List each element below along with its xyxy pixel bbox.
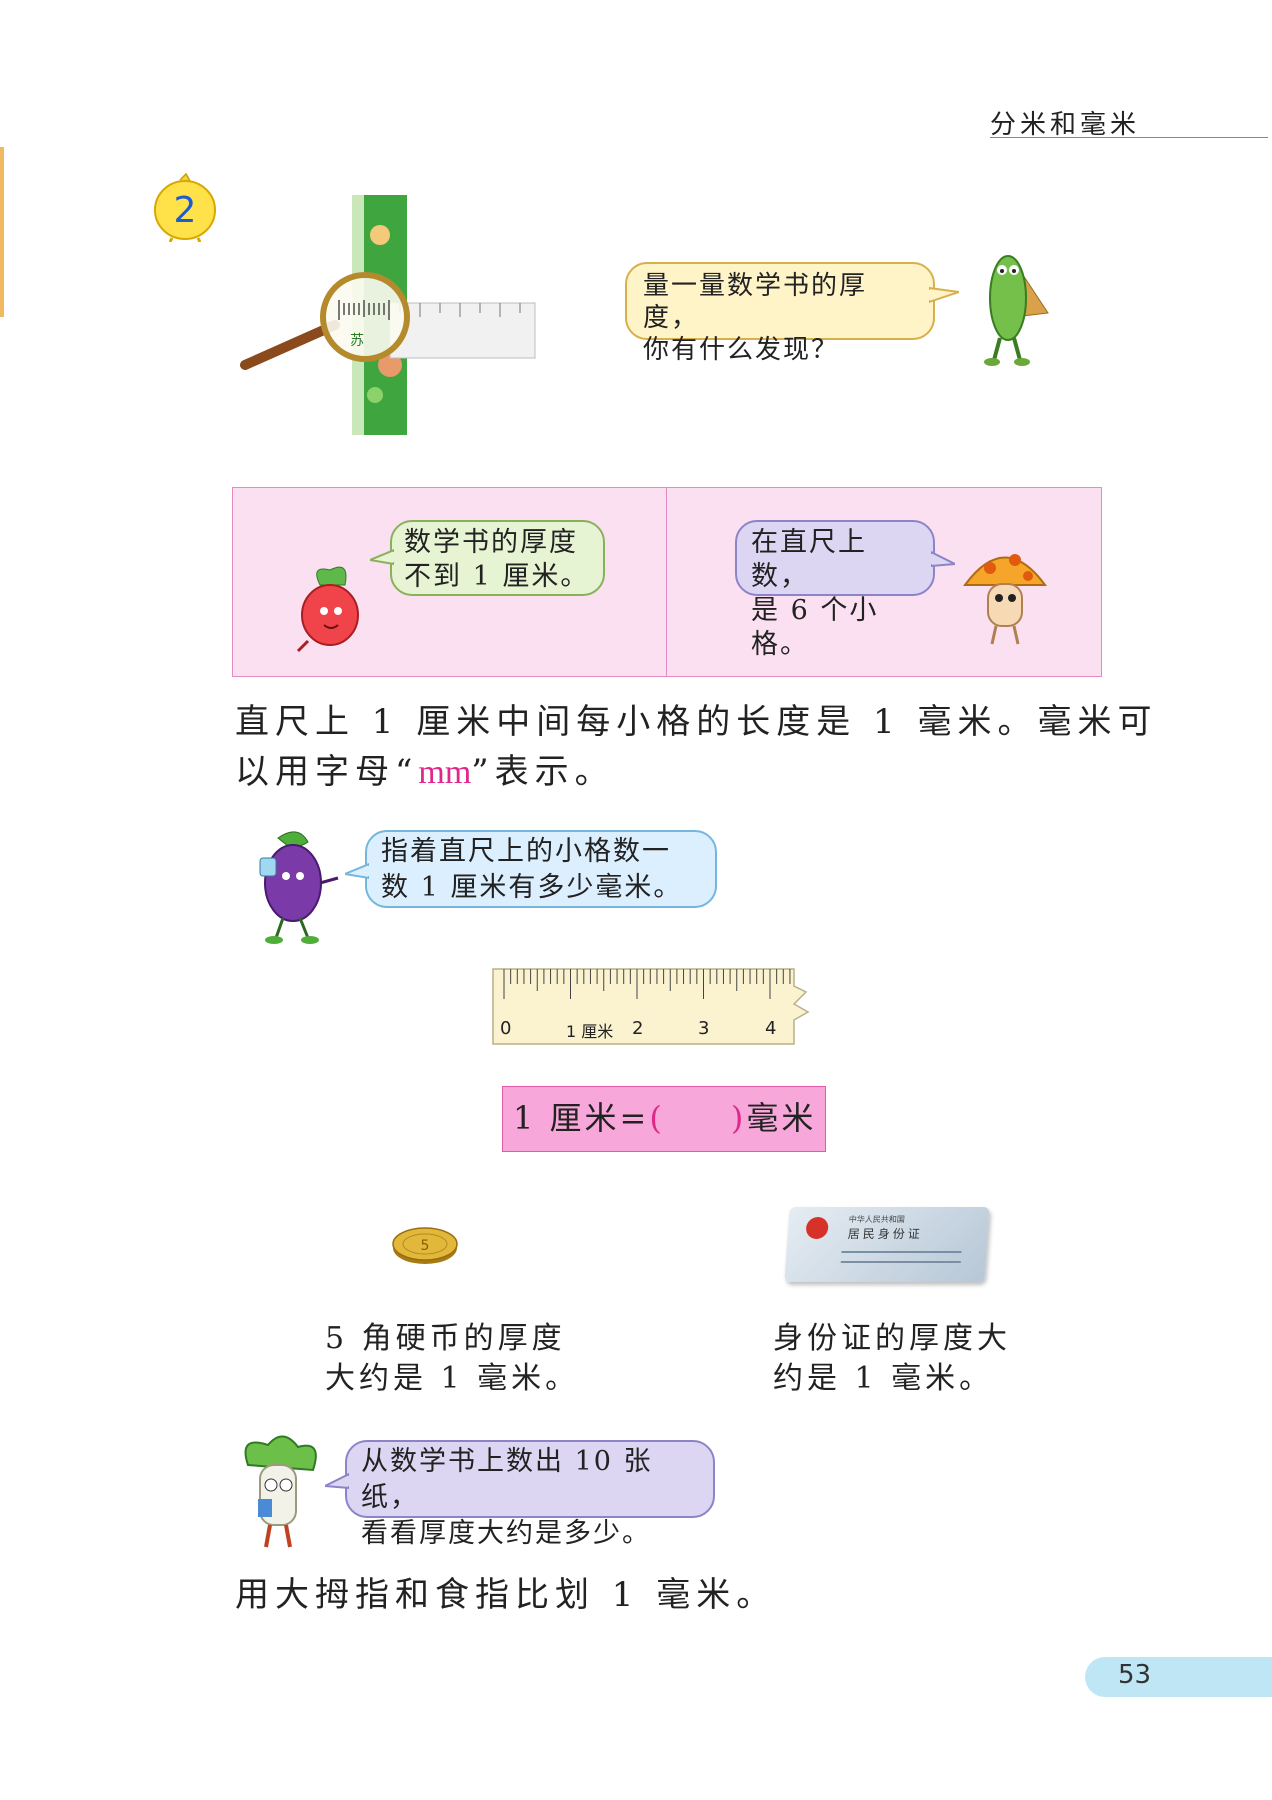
ruler-label-2: 2 — [632, 1018, 644, 1039]
step-number: 2 — [174, 190, 197, 231]
paper-count-bubble: 从数学书上数出 10 张纸， 看看厚度大约是多少。 — [325, 1440, 715, 1549]
bubble-tail — [931, 550, 955, 568]
definition-line2-after: ”表示。 — [471, 752, 615, 792]
thickness-line1: 数学书的厚度 — [404, 527, 578, 558]
count-mm-bubble: 指着直尺上的小格数一 数 1 厘米有多少毫米。 — [345, 830, 717, 908]
discovery-box — [232, 487, 1102, 677]
bubble-tail — [929, 286, 959, 304]
equation-open-paren: ( — [649, 1099, 665, 1137]
page-number: 53 — [1118, 1660, 1152, 1690]
discovery-box-divider — [666, 487, 667, 677]
header-rule — [990, 137, 1268, 138]
coin-caption: 5 角硬币的厚度 大约是 1 毫米。 — [325, 1319, 579, 1399]
id-card-line — [841, 1251, 962, 1253]
ruler-label-3: 3 — [698, 1018, 710, 1039]
count-mm-line2: 数 1 厘米有多少毫米。 — [381, 872, 683, 903]
intro-line1: 量一量数学书的厚度， — [643, 271, 868, 333]
id-card-caption-line2: 约是 1 毫米。 — [773, 1361, 994, 1396]
ruler-label-4: 4 — [765, 1018, 777, 1039]
equation-close-paren: ) — [730, 1099, 747, 1137]
id-card-emblem — [805, 1217, 829, 1239]
radish-character — [296, 566, 359, 653]
coin-caption-line2: 大约是 1 毫米。 — [325, 1361, 580, 1396]
id-card-small-title: 中华人民共和国 — [848, 1215, 906, 1224]
thickness-line2: 不到 1 厘米。 — [404, 561, 590, 592]
bubble-tail — [325, 1472, 349, 1490]
mushroom-character — [963, 554, 1047, 645]
bubble-tail — [345, 862, 369, 880]
paper-count-line1: 从数学书上数出 10 张纸， — [361, 1446, 653, 1513]
count-squares-line2: 是 6 个小格。 — [751, 595, 879, 660]
ruler-label-1: 1 厘米 — [566, 1022, 614, 1041]
cabbage-character — [244, 1435, 317, 1548]
count-squares-bubble: 在直尺上数， 是 6 个小格。 — [735, 520, 955, 660]
edge-mark — [0, 147, 4, 317]
intro-line2: 你有什么发现？ — [643, 335, 840, 365]
book-cover-char: 苏 — [350, 333, 364, 349]
bubble-tail — [370, 548, 394, 566]
step-badge-chick: 2 — [154, 172, 216, 242]
thickness-bubble: 数学书的厚度 不到 1 厘米。 — [370, 520, 605, 596]
equation-left: 1 厘米= — [513, 1099, 650, 1137]
id-card-line — [840, 1261, 961, 1263]
book-ruler-magnifier-illustration: 苏 — [240, 195, 536, 435]
count-mm-line1: 指着直尺上的小格数一 — [381, 836, 671, 867]
eggplant-character — [259, 831, 339, 944]
coin-image: 5 — [392, 1227, 458, 1264]
coin-caption-line1: 5 角硬币的厚度 — [325, 1321, 566, 1356]
pea-pod-character — [984, 255, 1049, 366]
ruler-graphic — [492, 968, 810, 1045]
page-number-tab — [1085, 1657, 1272, 1697]
equation-box: 1 厘米=()毫米 — [502, 1086, 826, 1152]
intro-speech-bubble: 量一量数学书的厚度， 你有什么发现？ — [625, 262, 959, 365]
count-squares-line1: 在直尺上数， — [751, 527, 867, 592]
definition-line2-before: 以用字母“ — [235, 752, 419, 792]
definition-line2: 以用字母“mm”表示。 — [235, 747, 615, 798]
paper-count-line2: 看看厚度大约是多少。 — [361, 1518, 651, 1549]
ruler-label-0: 0 — [500, 1018, 512, 1039]
ruler: 0 1 厘米 2 3 4 — [492, 968, 822, 1045]
equation-unit: 毫米 — [746, 1099, 817, 1137]
id-card-caption-line1: 身份证的厚度大 — [773, 1321, 1011, 1356]
id-card-title: 居民身份证 — [847, 1227, 924, 1241]
id-card-image: 中华人民共和国 居民身份证 — [784, 1207, 990, 1282]
id-card-caption: 身份证的厚度大 约是 1 毫米。 — [773, 1319, 1011, 1399]
section-title: 分米和毫米 — [990, 110, 1141, 140]
definition-line1: 直尺上 1 厘米中间每小格的长度是 1 毫米。毫米可 — [235, 702, 1158, 742]
coin-face-value: 5 — [421, 1238, 430, 1254]
activity-text: 用大拇指和食指比划 1 毫米。 — [235, 1575, 777, 1615]
mm-symbol: mm — [418, 754, 472, 791]
